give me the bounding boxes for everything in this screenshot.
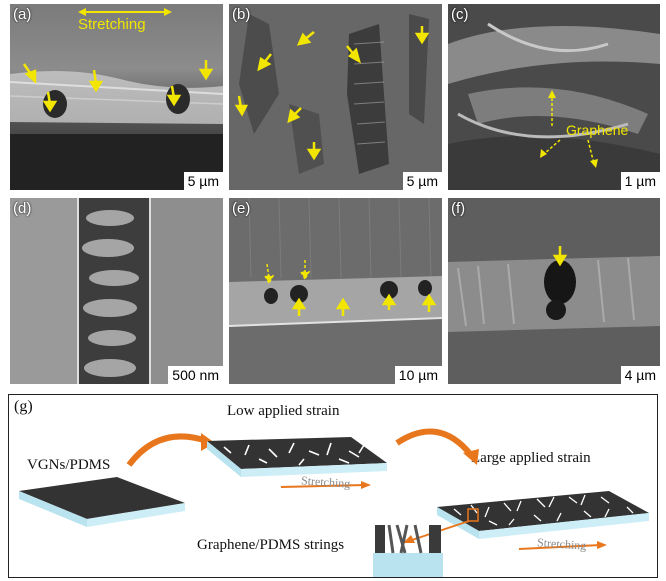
schematic-drawing <box>19 428 649 577</box>
sem-image-c <box>448 4 660 190</box>
scale-bar-b: 5 µm <box>402 172 442 190</box>
stretching-annotation: Stretching <box>78 16 146 33</box>
yellow-arrows-a <box>22 8 214 113</box>
sem-panel-a: Stretching (a) 5 µm <box>10 4 223 190</box>
panel-label-d: (d) <box>13 200 32 217</box>
panel-label-a: (a) <box>13 6 32 23</box>
scale-bar-f: 4 µm <box>620 366 660 384</box>
graphene-annotation: Graphene <box>566 122 629 138</box>
panel-label-f: (f) <box>451 200 466 217</box>
strings-label: Graphene/PDMS strings <box>197 537 345 553</box>
sem-panel-f: (f) 4 µm <box>448 198 660 384</box>
large-strain-label: Large applied strain <box>471 450 591 466</box>
sem-panel-b: (b) 5 µm <box>229 4 442 190</box>
scale-bar-a: 5 µm <box>183 172 223 190</box>
sample-label: VGNs/PDMS <box>27 457 111 473</box>
scale-bar-d: 500 nm <box>168 366 223 384</box>
sem-image-f <box>448 198 660 384</box>
panel-label-c: (c) <box>451 6 469 23</box>
scale-bar-c: 1 µm <box>620 172 660 190</box>
sem-panel-d: (d) 500 nm <box>10 198 223 384</box>
sem-panel-c: Graphene (c) 1 µm <box>448 4 660 190</box>
sem-image-b <box>229 4 442 190</box>
sem-image-e <box>229 198 442 384</box>
panel-label-b: (b) <box>232 6 251 23</box>
panel-label-g: (g) <box>14 398 33 415</box>
low-strain-label: Low applied strain <box>227 403 340 419</box>
panel-label-e: (e) <box>232 200 251 217</box>
sem-panel-e: (e) 10 µm <box>229 198 442 384</box>
scale-bar-e: 10 µm <box>394 366 442 384</box>
schematic-panel-g: (g) Low applied strain VGNs/PDMS Large a… <box>8 394 658 578</box>
sem-image-d <box>10 198 223 384</box>
